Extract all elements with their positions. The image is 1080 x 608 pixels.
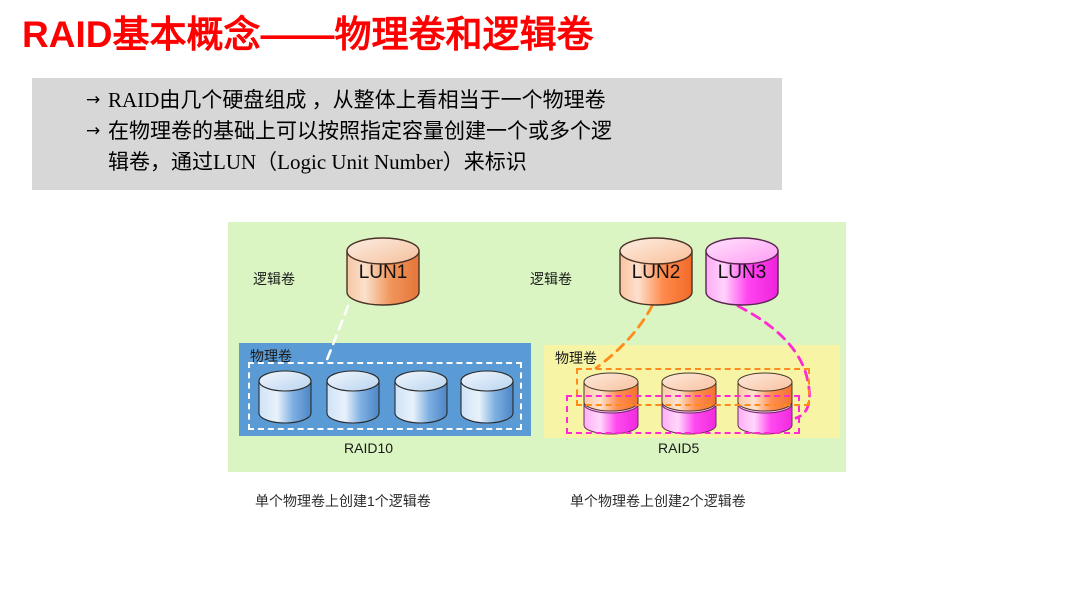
raid-diagram: LUN1 LUN2 — [228, 222, 846, 472]
disk-left-1 — [256, 368, 314, 426]
raid-label-right: RAID5 — [658, 440, 700, 456]
bullet-item-1-text: RAID由几个硬盘组成 ，从整体上看相当于一个物理卷 — [108, 88, 606, 112]
lun1-group-outline — [248, 362, 522, 430]
logical-volume-lun2: LUN2 — [616, 234, 696, 314]
logical-volume-label-left: 逻辑卷 — [253, 271, 295, 287]
lun3-group-outline — [566, 395, 800, 434]
arrow-icon: → — [86, 121, 101, 141]
bullet-panel: → RAID由几个硬盘组成 ，从整体上看相当于一个物理卷 → 在物理卷的基础上可… — [32, 78, 782, 190]
arrow-icon: → — [86, 90, 101, 110]
logical-volume-lun1: LUN1 — [343, 234, 423, 314]
physical-volume-label-left: 物理卷 — [250, 348, 292, 364]
logical-volume-lun3-label: LUN3 — [718, 262, 767, 283]
disk-right-1 — [580, 368, 642, 438]
physical-volume-label-right: 物理卷 — [555, 350, 597, 366]
bullet-item-1: → RAID由几个硬盘组成 ，从整体上看相当于一个物理卷 — [86, 87, 606, 114]
caption-right: 单个物理卷上创建2个逻辑卷 — [570, 493, 746, 509]
logical-volume-lun2-label: LUN2 — [632, 262, 681, 283]
lun2-group-outline — [576, 368, 810, 406]
logical-volume-lun3: LUN3 — [702, 234, 782, 314]
caption-left: 单个物理卷上创建1个逻辑卷 — [255, 493, 431, 509]
logical-volume-lun1-label: LUN1 — [359, 262, 408, 283]
bullet-item-2-text: 在物理卷的基础上可以按照指定容量创建一个或多个逻 — [108, 119, 612, 143]
disk-left-4 — [458, 368, 516, 426]
logical-volume-label-right: 逻辑卷 — [530, 271, 572, 287]
bullet-item-2-continuation: 辑卷，通过LUN（Logic Unit Number）来标识 — [108, 150, 527, 174]
page-title: RAID基本概念——物理卷和逻辑卷 — [22, 14, 594, 55]
disk-left-2 — [324, 368, 382, 426]
disk-left-3 — [392, 368, 450, 426]
raid-label-left: RAID10 — [344, 440, 394, 456]
bullet-item-2: → 在物理卷的基础上可以按照指定容量创建一个或多个逻 — [86, 118, 612, 145]
